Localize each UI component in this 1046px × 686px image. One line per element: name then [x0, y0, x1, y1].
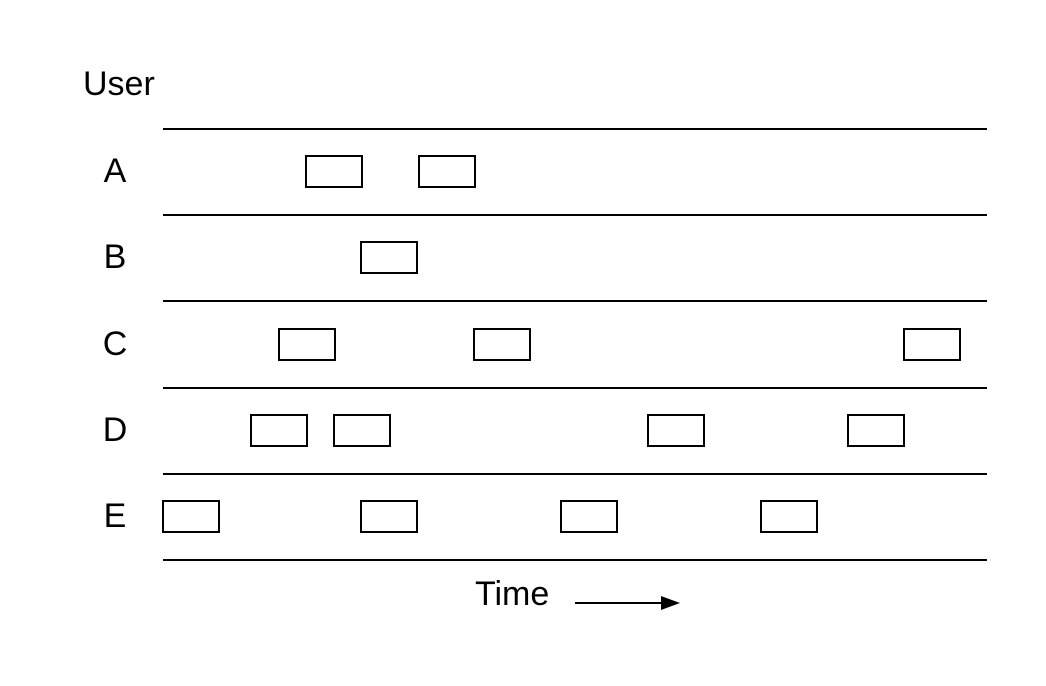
activity-burst	[473, 328, 531, 361]
row-label: D	[102, 411, 128, 449]
row-label: E	[103, 497, 127, 535]
activity-burst	[305, 155, 363, 188]
activity-burst	[418, 155, 476, 188]
activity-burst	[333, 414, 391, 447]
row-label: C	[102, 325, 128, 363]
activity-burst	[360, 241, 418, 274]
activity-burst	[647, 414, 705, 447]
row-separator-line	[163, 559, 987, 561]
activity-burst	[760, 500, 818, 533]
row-separator-line	[163, 128, 987, 130]
activity-burst	[162, 500, 220, 533]
row-label: A	[103, 152, 127, 190]
activity-burst	[560, 500, 618, 533]
row-label: B	[103, 238, 127, 276]
row-separator-line	[163, 387, 987, 389]
time-arrow-icon	[575, 596, 680, 610]
row-separator-line	[163, 473, 987, 475]
y-axis-label: User	[83, 65, 155, 103]
x-axis-label: Time	[475, 575, 550, 613]
activity-burst	[903, 328, 961, 361]
row-separator-line	[163, 214, 987, 216]
activity-burst	[250, 414, 308, 447]
activity-burst	[278, 328, 336, 361]
activity-burst	[847, 414, 905, 447]
activity-burst	[360, 500, 418, 533]
row-separator-line	[163, 300, 987, 302]
